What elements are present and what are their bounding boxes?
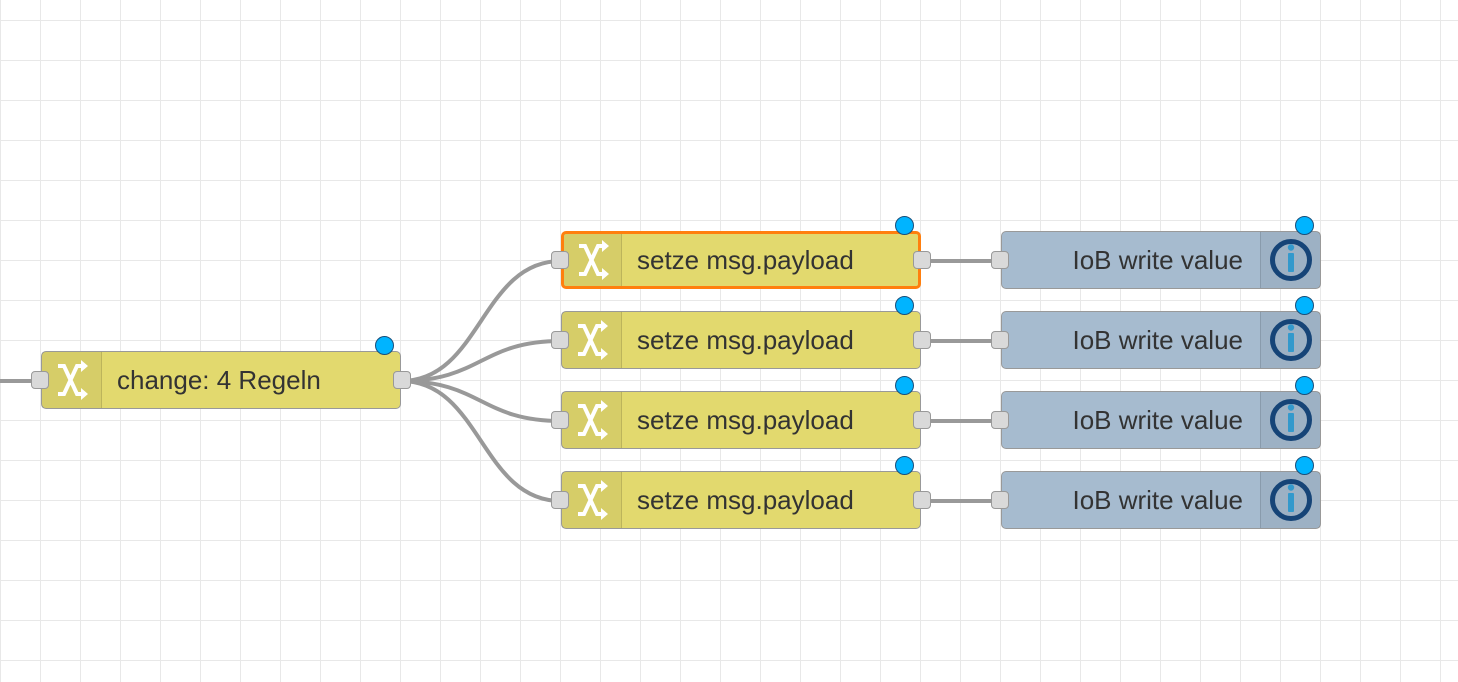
wire-change-to-set-2[interactable]: [400, 339, 562, 383]
iob-node-icon-box: [1260, 312, 1320, 368]
set-payload-node-4[interactable]: setze msg.payload: [551, 456, 931, 529]
shuffle-icon: [577, 480, 608, 520]
iobroker-logo-icon: [1269, 479, 1312, 521]
set-node-icon-box: [562, 472, 622, 528]
set-node-label: setze msg.payload: [637, 244, 854, 275]
set-payload-node-2[interactable]: setze msg.payload: [551, 296, 931, 369]
iob-node-label: IoB write value: [1072, 324, 1243, 355]
iob-node-label: IoB write value: [1072, 404, 1243, 435]
change-node[interactable]: change: 4 Regeln: [31, 336, 411, 409]
iob-node-label: IoB write value: [1072, 244, 1243, 275]
iob-node-icon-box: [1260, 472, 1320, 528]
input-port[interactable]: [991, 411, 1009, 429]
input-port[interactable]: [991, 331, 1009, 349]
changed-indicator-dot: [1295, 456, 1314, 475]
changed-indicator-dot: [895, 376, 914, 395]
changed-indicator-dot: [1295, 216, 1314, 235]
iob-node-icon-box: [1260, 392, 1320, 448]
input-port[interactable]: [991, 251, 1009, 269]
iob-write-node-4[interactable]: IoB write value: [991, 456, 1321, 529]
changed-indicator-dot: [1295, 376, 1314, 395]
change-node-icon-box: [42, 352, 102, 408]
output-port[interactable]: [913, 411, 931, 429]
set-node-icon-box: [562, 312, 622, 368]
iobroker-logo-icon: [1269, 239, 1312, 281]
iobroker-logo-icon: [1269, 319, 1312, 361]
output-port[interactable]: [393, 371, 411, 389]
set-payload-node-1[interactable]: setze msg.payload: [551, 216, 931, 289]
set-payload-node-3[interactable]: setze msg.payload: [551, 376, 931, 449]
iob-write-node-2[interactable]: IoB write value: [991, 296, 1321, 369]
input-port[interactable]: [551, 331, 569, 349]
changed-indicator-dot: [895, 296, 914, 315]
changed-indicator-dot: [1295, 296, 1314, 315]
iobroker-logo-icon: [1269, 399, 1312, 441]
input-port[interactable]: [991, 491, 1009, 509]
set-node-icon-box: [564, 234, 622, 286]
changed-indicator-dot: [895, 456, 914, 475]
iob-node-label: IoB write value: [1072, 484, 1243, 515]
set-node-icon-box: [562, 392, 622, 448]
shuffle-icon: [57, 360, 88, 400]
input-port[interactable]: [551, 251, 569, 269]
set-node-label: setze msg.payload: [637, 324, 854, 355]
change-node-label: change: 4 Regeln: [117, 364, 321, 395]
shuffle-icon: [577, 400, 608, 440]
input-port[interactable]: [31, 371, 49, 389]
wire-change-to-set-3[interactable]: [400, 379, 562, 423]
iob-node-icon-box: [1260, 232, 1320, 288]
set-node-label: setze msg.payload: [637, 404, 854, 435]
changed-indicator-dot: [375, 336, 394, 355]
changed-indicator-dot: [895, 216, 914, 235]
input-port[interactable]: [551, 411, 569, 429]
iob-write-node-3[interactable]: IoB write value: [991, 376, 1321, 449]
iob-write-node-1[interactable]: IoB write value: [991, 216, 1321, 289]
output-port[interactable]: [913, 491, 931, 509]
output-port[interactable]: [913, 251, 931, 269]
wire-change-to-set-1[interactable]: [400, 259, 562, 383]
wire-change-to-set-4[interactable]: [400, 379, 562, 503]
output-port[interactable]: [913, 331, 931, 349]
input-port[interactable]: [551, 491, 569, 509]
shuffle-icon: [577, 320, 608, 360]
set-node-label: setze msg.payload: [637, 484, 854, 515]
shuffle-icon: [578, 240, 609, 280]
